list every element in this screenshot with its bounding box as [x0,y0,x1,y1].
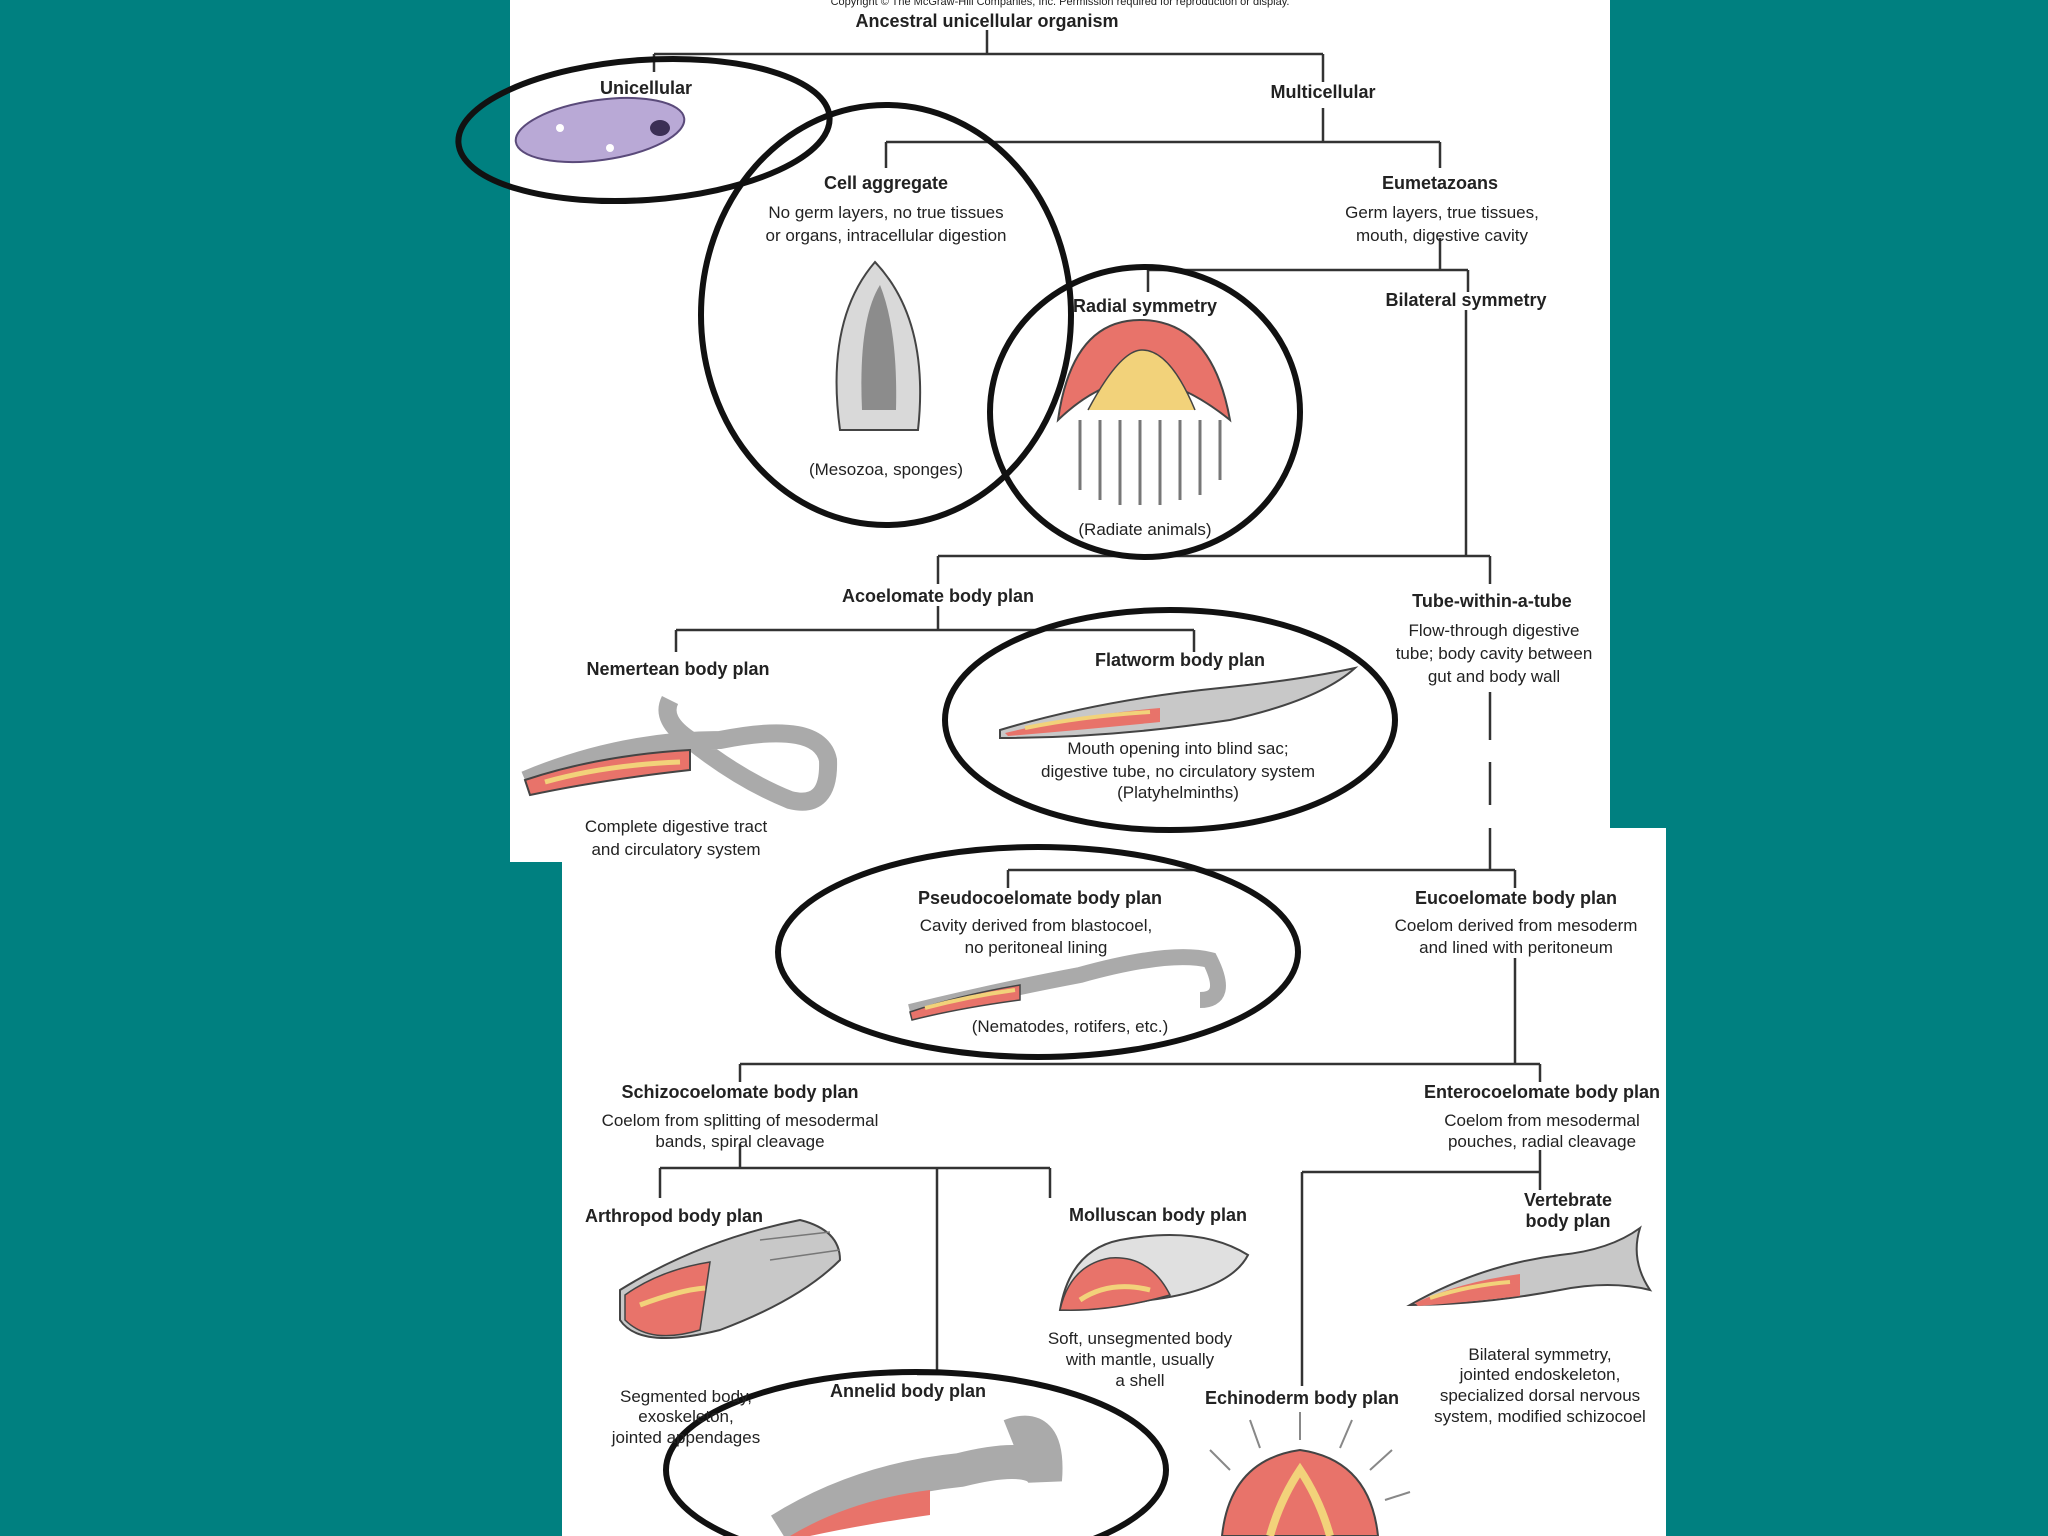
fish-illustration [1406,1225,1653,1307]
node-nemertean-title: Nemertean body plan [586,659,769,679]
node-eumetazoans-desc2: mouth, digestive cavity [1356,226,1528,245]
nematode-illustration [908,949,1226,1021]
node-nemertean-desc2: and circulatory system [591,840,760,859]
node-cell-aggregate-desc1: No germ layers, no true tissues [768,203,1003,222]
node-enterocoelomate-desc1: Coelom from mesodermal [1444,1111,1640,1130]
node-bilateral-title: Bilateral symmetry [1385,290,1546,310]
node-enterocoelomate-title: Enterocoelomate body plan [1424,1082,1660,1102]
nemertean-illustration [521,695,838,811]
lower-diagram-panel [562,828,1666,1536]
node-arthropod-title: Arthropod body plan [585,1206,763,1226]
node-vertebrate-desc4: system, modified schizocoel [1434,1407,1646,1426]
node-vertebrate-title2: body plan [1526,1211,1611,1231]
node-arthropod-desc3: jointed appendages [611,1428,760,1447]
node-flatworm-desc1: Mouth opening into blind sac; [1067,739,1288,758]
node-arthropod-desc1: Segmented body, [620,1387,752,1406]
node-pseudocoelomate-desc1: Cavity derived from blastocoel, [920,916,1152,935]
annelid-illustration [770,1415,1063,1536]
node-cell-aggregate-note: (Mesozoa, sponges) [809,460,963,479]
tree-lines-top [652,30,1492,805]
node-acoelomate-title: Acoelomate body plan [842,586,1034,606]
node-eucoelomate-title: Eucoelomate body plan [1415,888,1617,908]
node-radial-title: Radial symmetry [1073,296,1217,316]
ring-annelid [663,1369,1169,1536]
flatworm-illustration [999,666,1359,740]
node-vertebrate-title1: Vertebrate [1524,1190,1612,1210]
node-vertebrate-desc1: Bilateral symmetry, [1468,1345,1611,1364]
node-eucoelomate-desc2: and lined with peritoneum [1419,938,1613,957]
tree-lines-bottom [658,828,1542,1386]
sponge-illustration [835,260,922,431]
ring-radial-symmetry [987,264,1303,560]
node-flatworm-note: (Platyhelminths) [1117,783,1239,802]
ring-flatworm [942,607,1398,833]
node-annelid-title: Annelid body plan [830,1381,986,1401]
node-flatworm-desc2: digestive tube, no circulatory system [1041,762,1315,781]
mollusc-illustration [1058,1234,1250,1312]
arthropod-illustration [619,1218,842,1339]
node-unicellular-title: Unicellular [600,78,692,98]
node-ancestral-title: Ancestral unicellular organism [855,11,1118,31]
jellyfish-illustration [1056,318,1232,505]
node-cell-aggregate-desc2: or organs, intracellular digestion [766,226,1007,245]
node-tube-desc3: gut and body wall [1428,667,1560,686]
node-eumetazoans-title: Eumetazoans [1382,173,1498,193]
node-flatworm-title: Flatworm body plan [1095,650,1265,670]
node-radial-note: (Radiate animals) [1078,520,1211,539]
node-molluscan-desc3: a shell [1115,1371,1164,1390]
node-molluscan-desc1: Soft, unsegmented body [1048,1329,1233,1348]
node-arthropod-desc2: exoskeleton, [638,1407,733,1426]
node-nemertean-desc1: Complete digestive tract [585,817,768,836]
node-tube-desc1: Flow-through digestive [1408,621,1579,640]
node-echinoderm-title: Echinoderm body plan [1205,1388,1399,1408]
copyright-note: Copyright © The McGraw-Hill Companies, I… [831,0,1290,8]
ring-pseudocoelomate [775,844,1301,1060]
paramecium-illustration [514,97,704,163]
node-vertebrate-desc2: jointed endoskeleton, [1459,1365,1621,1384]
node-schizocoelomate-title: Schizocoelomate body plan [621,1082,858,1102]
node-pseudocoelomate-note: (Nematodes, rotifers, etc.) [972,1017,1169,1036]
node-eumetazoans-desc1: Germ layers, true tissues, [1345,203,1539,222]
node-molluscan-desc2: with mantle, usually [1065,1350,1215,1369]
node-pseudocoelomate-title: Pseudocoelomate body plan [918,888,1162,908]
node-vertebrate-desc3: specialized dorsal nervous [1440,1386,1640,1405]
node-molluscan-title: Molluscan body plan [1069,1205,1247,1225]
node-multicellular-title: Multicellular [1270,82,1375,102]
node-cell-aggregate-title: Cell aggregate [824,173,948,193]
highlight-rings [455,55,1398,1536]
ring-cell-aggregate [698,102,1074,528]
node-tube-title: Tube-within-a-tube [1412,591,1572,611]
node-eucoelomate-desc1: Coelom derived from mesoderm [1395,916,1638,935]
node-enterocoelomate-desc2: pouches, radial cleavage [1448,1132,1636,1151]
node-pseudocoelomate-desc2: no peritoneal lining [965,938,1108,957]
echinoderm-illustration [1209,1412,1411,1536]
node-schizocoelomate-desc1: Coelom from splitting of mesodermal [602,1111,879,1130]
node-schizocoelomate-desc2: bands, spiral cleavage [655,1132,824,1151]
node-tube-desc2: tube; body cavity between [1396,644,1593,663]
